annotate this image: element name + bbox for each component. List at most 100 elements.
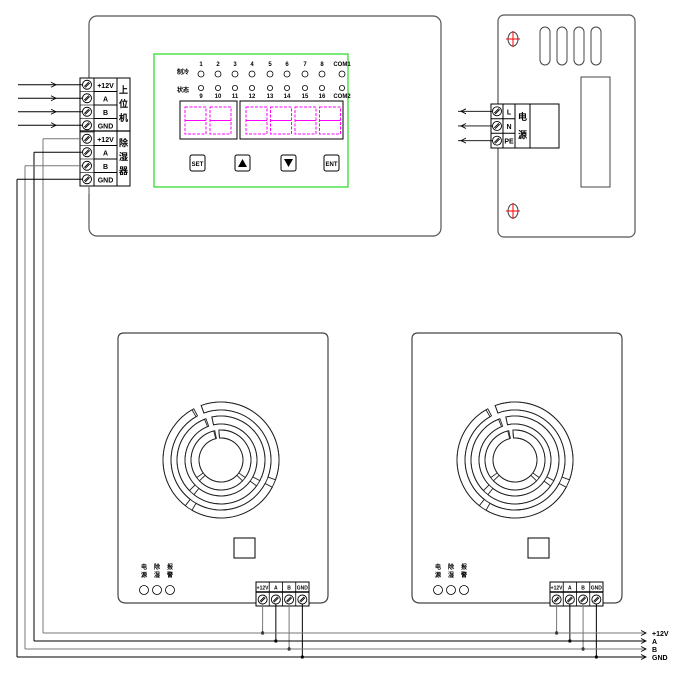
display-left bbox=[179, 100, 238, 140]
indicator-led bbox=[283, 70, 291, 78]
terminal-pin-label: +12V bbox=[97, 83, 114, 90]
mount-hole-top-icon bbox=[506, 31, 520, 47]
indicator-label: 警 bbox=[166, 571, 173, 579]
indicator-led bbox=[433, 585, 443, 595]
screw-icon bbox=[82, 93, 92, 104]
terminal-pin-label: A bbox=[103, 96, 108, 103]
indicator-led bbox=[446, 585, 456, 595]
up-triangle-icon bbox=[238, 159, 247, 167]
power-label-plate bbox=[580, 76, 611, 188]
terminal-pin-label: A bbox=[103, 150, 108, 157]
indicator-label: 警 bbox=[460, 571, 467, 579]
dehumidifier-housing bbox=[411, 332, 623, 604]
dehum-label-char-1: 除 bbox=[119, 137, 129, 149]
screw-icon bbox=[82, 106, 92, 117]
terminal-pin-label: GND bbox=[98, 123, 114, 130]
indicator-number-bottom: 9 bbox=[199, 94, 203, 100]
power-connector-housing bbox=[529, 103, 560, 149]
indicator-led bbox=[301, 85, 308, 92]
terminal-pin-label: GND bbox=[297, 586, 309, 592]
down-triangle-icon bbox=[284, 159, 293, 167]
indicator-led bbox=[214, 70, 222, 78]
digit bbox=[209, 106, 232, 135]
bus-output-label: +12V bbox=[652, 631, 669, 638]
set-button[interactable]: SET bbox=[189, 154, 206, 172]
arrow-right-icon bbox=[50, 108, 58, 115]
indicator-led bbox=[139, 585, 149, 595]
host-label-char-2: 位 bbox=[119, 98, 128, 110]
fan-grille-icon bbox=[162, 401, 280, 519]
fan-grille-icon bbox=[456, 401, 574, 519]
indicator-number-bottom: COM2 bbox=[333, 94, 351, 100]
power-label-char-1: 电 bbox=[518, 111, 527, 123]
indicator-number-top: 1 bbox=[199, 62, 203, 68]
screw-icon bbox=[492, 135, 502, 146]
indicator-number-bottom: 13 bbox=[267, 94, 274, 100]
screw-icon bbox=[578, 594, 589, 605]
indicator-led bbox=[318, 85, 325, 92]
indicator-led bbox=[165, 585, 175, 595]
indicator-led bbox=[231, 85, 238, 92]
indicator-label: 除 bbox=[154, 563, 161, 571]
indicator-number-bottom: 10 bbox=[215, 94, 222, 100]
arrow-left-icon bbox=[459, 108, 467, 115]
indicator-led bbox=[214, 85, 221, 92]
indicator-led bbox=[266, 70, 274, 78]
indicator-led bbox=[152, 585, 162, 595]
digit bbox=[184, 106, 207, 135]
screw-icon bbox=[564, 594, 575, 605]
svg-text:ENT: ENT bbox=[326, 162, 338, 168]
terminal-pin-label: B bbox=[581, 586, 585, 592]
screw-icon bbox=[591, 594, 602, 605]
up-button[interactable] bbox=[234, 154, 251, 172]
indicator-number-top: 4 bbox=[250, 62, 254, 68]
screw-icon bbox=[82, 133, 92, 144]
indicator-led bbox=[248, 85, 255, 92]
screw-icon bbox=[82, 174, 92, 185]
indicator-label: 除 bbox=[448, 563, 455, 571]
screw-icon bbox=[492, 106, 502, 117]
indicator-label: 源 bbox=[141, 571, 147, 579]
dehum-label-char-2: 湿 bbox=[119, 151, 128, 163]
indicator-row2-label: 状态 bbox=[177, 86, 189, 94]
seven-segment-digits bbox=[184, 106, 341, 135]
indicator-number-top: 5 bbox=[268, 62, 272, 68]
indicator-number-bottom: 12 bbox=[249, 94, 256, 100]
terminal-pin-label: +12V bbox=[257, 586, 269, 592]
down-button[interactable] bbox=[280, 154, 297, 172]
indicator-number-bottom: 16 bbox=[319, 94, 326, 100]
screw-icon bbox=[257, 594, 268, 605]
terminal-pin-label: B bbox=[103, 110, 108, 117]
host-label-char-3: 机 bbox=[119, 112, 128, 124]
dehumidifier-housing bbox=[117, 332, 329, 604]
screw-icon bbox=[82, 79, 92, 90]
indicator-row1-label: 制冷 bbox=[177, 68, 189, 76]
power-pin-label: PE bbox=[504, 139, 514, 146]
indicator-label: 报 bbox=[461, 563, 467, 571]
power-label-char-2: 源 bbox=[518, 129, 527, 141]
arrow-right-icon bbox=[640, 654, 648, 660]
indicator-led bbox=[231, 70, 239, 78]
terminal-pin-label: B bbox=[103, 164, 108, 171]
vent-slots bbox=[539, 26, 602, 66]
indicator-label: 源 bbox=[435, 571, 441, 579]
arrow-right-icon bbox=[50, 122, 58, 129]
indicator-led bbox=[283, 85, 290, 92]
terminal-pin-label: +12V bbox=[97, 137, 114, 144]
indicator-number-bottom: 15 bbox=[302, 94, 309, 100]
terminal-pin-label: GND bbox=[98, 177, 114, 184]
power-pin-label: L bbox=[507, 109, 512, 116]
ent-button[interactable]: ENT bbox=[323, 154, 340, 172]
indicator-led bbox=[266, 85, 273, 92]
dehum-label-char-3: 器 bbox=[118, 166, 129, 177]
indicator-number-top: 2 bbox=[216, 62, 220, 68]
indicator-led bbox=[338, 85, 345, 92]
power-pin-label: N bbox=[506, 124, 511, 131]
arrow-right-icon bbox=[50, 81, 58, 88]
